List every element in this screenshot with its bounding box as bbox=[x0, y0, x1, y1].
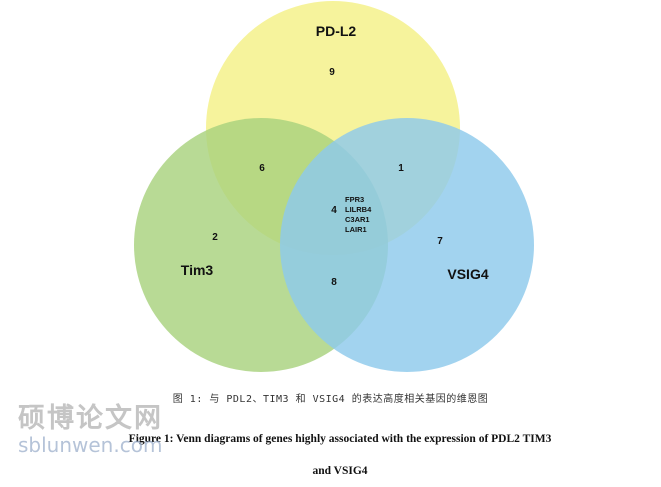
venn-diagram: PD-L2 Tim3 VSIG4 9 2 7 6 1 8 4 FPR3 LILR… bbox=[134, 1, 534, 372]
count-pdl2-vsig4: 1 bbox=[398, 163, 404, 174]
caption-english-line1: Figure 1: Venn diagrams of genes highly … bbox=[128, 433, 552, 445]
watermark-url: sblunwen.com bbox=[18, 433, 163, 457]
caption-chinese: 图 1: 与 PDL2、TIM3 和 VSIG4 的表达高度相关基因的维恩图 bbox=[172, 394, 489, 405]
count-pdl2-tim3: 6 bbox=[259, 163, 265, 174]
watermark: 硕博论文网 sblunwen.com bbox=[18, 396, 198, 466]
count-pdl2-only: 9 bbox=[329, 67, 335, 78]
count-tim3-only: 2 bbox=[212, 232, 218, 243]
label-pdl2: PD-L2 bbox=[316, 23, 357, 39]
caption-english-line2: and VSIG4 bbox=[312, 465, 368, 477]
label-vsig4: VSIG4 bbox=[447, 266, 488, 282]
count-vsig4-only: 7 bbox=[437, 236, 443, 247]
watermark-text: 硕博论文网 bbox=[18, 403, 163, 434]
gene-label: LAIR1 bbox=[345, 225, 367, 234]
count-all-three: 4 bbox=[331, 205, 337, 216]
gene-label: FPR3 bbox=[345, 195, 364, 204]
gene-label: C3AR1 bbox=[345, 215, 370, 224]
label-tim3: Tim3 bbox=[181, 262, 214, 278]
count-tim3-vsig4: 8 bbox=[331, 277, 337, 288]
figure-canvas: PD-L2 Tim3 VSIG4 9 2 7 6 1 8 4 FPR3 LILR… bbox=[18, 1, 552, 477]
gene-label: LILRB4 bbox=[345, 205, 372, 214]
circle-vsig4 bbox=[280, 118, 534, 372]
caption-english: Figure 1: Venn diagrams of genes highly … bbox=[40, 423, 640, 487]
